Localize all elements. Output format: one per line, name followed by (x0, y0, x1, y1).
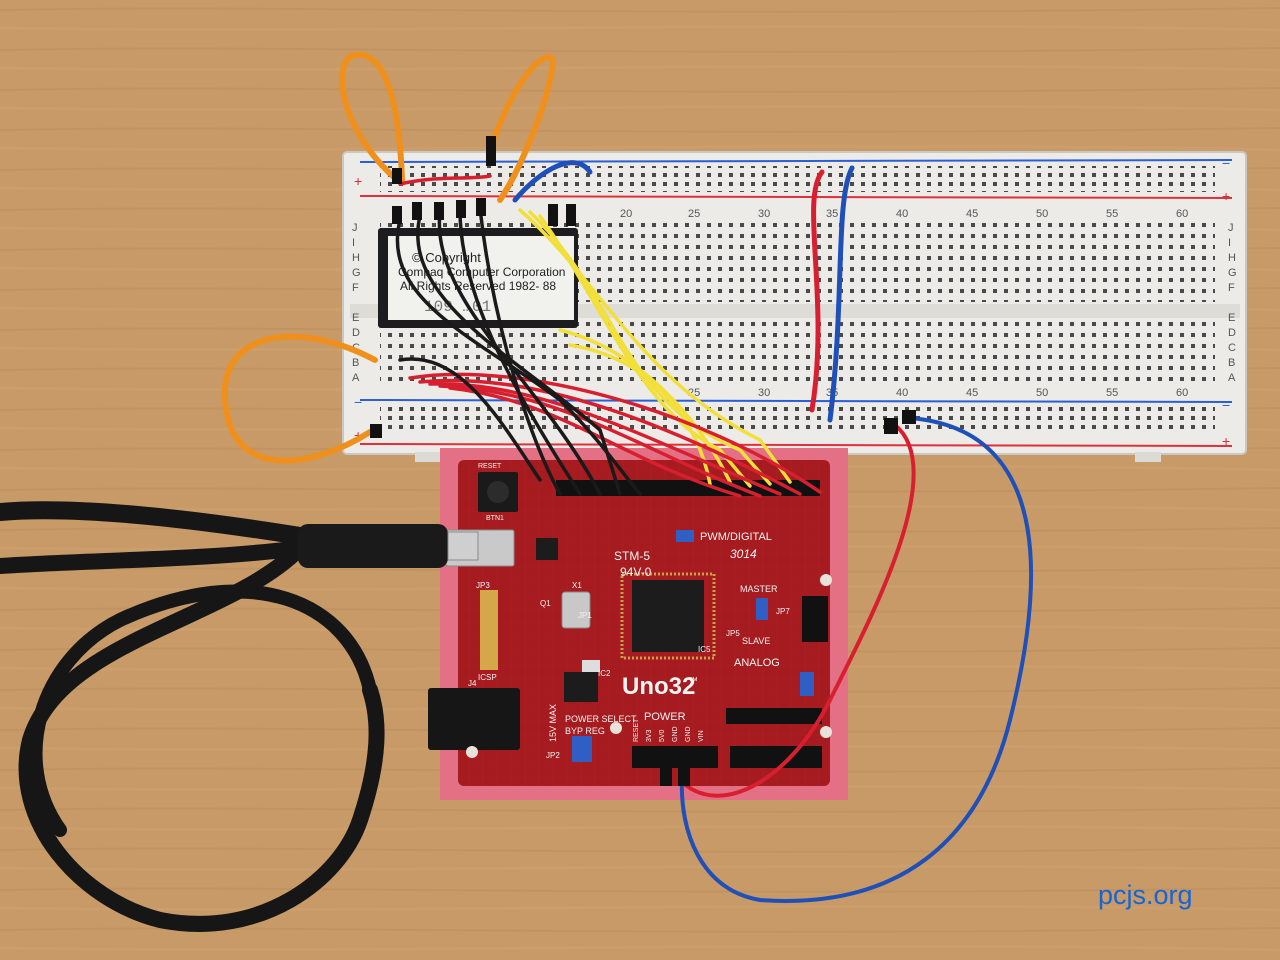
row-d-right: D (1228, 327, 1236, 339)
power-pin-5v0: 5V0 (659, 729, 666, 742)
rail-plus-bottom-left: + (354, 427, 362, 443)
power-pin-gnd-2: GND (685, 726, 692, 742)
wire-orange-1 (339, 51, 405, 183)
microcontroller-chip (632, 580, 704, 652)
label-rating: 94V-0 (620, 565, 652, 579)
col-45-bottom: 45 (966, 387, 978, 399)
label-x1: X1 (572, 581, 582, 590)
wire-red-bridge (809, 169, 825, 413)
wire-blue-top (512, 160, 593, 203)
wire-bundle-black (395, 206, 642, 496)
label-stm: STM-5 (614, 549, 650, 563)
chip-part-number: 109 …01 (424, 298, 491, 316)
label-ic2: IC2 (598, 669, 611, 678)
chip-label-line2: Compaq Computer Corporation (398, 265, 565, 279)
board-name: Uno32 (622, 673, 695, 700)
label-ic5: IC5 (698, 645, 711, 654)
label-power-select: POWER SELECT (565, 714, 637, 724)
label-slave: SLAVE (742, 636, 770, 646)
row-j-left: J (352, 222, 358, 234)
col-25-top: 25 (688, 208, 700, 220)
col-55-top: 55 (1106, 208, 1118, 220)
label-master: MASTER (740, 584, 778, 594)
label-analog: ANALOG (734, 657, 780, 669)
label-date-code: 3014 (730, 547, 757, 561)
row-f-right: F (1228, 282, 1235, 294)
board-trademark: ™ (688, 676, 698, 687)
row-j-right: J (1228, 222, 1234, 234)
row-b-left: B (352, 357, 359, 369)
label-q1: Q1 (540, 599, 551, 608)
power-pin-3v3: 3V3 (646, 729, 653, 742)
label-jp5: JP5 (726, 629, 740, 638)
label-btn1: BTN1 (486, 515, 504, 522)
label-jp7: JP7 (776, 607, 790, 616)
col-20-top: 20 (620, 208, 632, 220)
wire-orange-3 (221, 333, 378, 464)
row-a-left: A (352, 372, 360, 384)
col-35-top: 35 (826, 208, 838, 220)
row-d-left: D (352, 327, 360, 339)
rail-plus-top-right: + (1222, 188, 1230, 204)
label-max-voltage: 15V MAX (548, 704, 558, 742)
rail-minus-top-right: − (1222, 155, 1230, 171)
col-40-bottom: 40 (896, 387, 908, 399)
dc-jack (428, 688, 520, 750)
label-jp2: JP2 (546, 751, 560, 760)
wires (221, 51, 1034, 903)
row-i-right: I (1228, 237, 1231, 249)
row-g-left: G (352, 267, 361, 279)
wire-blue-bridge (827, 165, 855, 423)
label-power: POWER (644, 711, 686, 723)
label-pwm-digital: PWM/DIGITAL (700, 531, 772, 543)
col-55-bottom: 55 (1106, 387, 1118, 399)
label-icsp: ICSP (478, 673, 497, 682)
row-i-left: I (352, 237, 355, 249)
uno32-board: Uno32 ™ PWM/DIGITAL ANALOG POWER POWER S… (428, 448, 848, 800)
rail-minus-bottom-right: − (1222, 397, 1230, 413)
row-a-right: A (1228, 372, 1236, 384)
label-j4: J4 (468, 679, 477, 688)
watermark: pcjs.org (1098, 880, 1193, 910)
usb-plug (298, 524, 448, 568)
usb-cable (0, 501, 479, 932)
col-60-bottom: 60 (1176, 387, 1188, 399)
jumper-pins (370, 136, 916, 786)
row-b-right: B (1228, 357, 1235, 369)
col-30-bottom: 30 (758, 387, 770, 399)
power-pin-vin: VIN (698, 730, 705, 742)
row-e-right: E (1228, 312, 1235, 324)
label-byp-reg: BYP REG (565, 726, 605, 736)
breadboard-labels: + − + − + − + F G H I J F G H I J A B C … (352, 155, 1237, 449)
rail-plus-top-left: + (354, 173, 362, 189)
col-50-top: 50 (1036, 208, 1048, 220)
row-e-left: E (352, 312, 359, 324)
col-60-top: 60 (1176, 208, 1188, 220)
power-pin-gnd-1: GND (672, 726, 679, 742)
wire-orange-2 (487, 54, 556, 203)
chip-label-line3: All Rights Reserved 1982- 88 (400, 279, 556, 293)
row-c-right: C (1228, 342, 1236, 354)
col-50-bottom: 50 (1036, 387, 1048, 399)
col-40-top: 40 (896, 208, 908, 220)
row-g-right: G (1228, 267, 1237, 279)
row-h-left: H (352, 252, 360, 264)
power-pin-reset: RESET (633, 718, 640, 742)
col-45-top: 45 (966, 208, 978, 220)
row-f-left: F (352, 282, 359, 294)
label-jp3: JP3 (476, 581, 490, 590)
label-reset: RESET (478, 463, 502, 470)
rail-minus-bottom-left: − (354, 394, 362, 410)
label-jp1: JP1 (578, 611, 592, 620)
rail-plus-bottom-right: + (1222, 433, 1230, 449)
col-30-top: 30 (758, 208, 770, 220)
row-h-right: H (1228, 252, 1236, 264)
wire-blue-long (679, 416, 1034, 903)
wire-red-long (678, 423, 916, 798)
